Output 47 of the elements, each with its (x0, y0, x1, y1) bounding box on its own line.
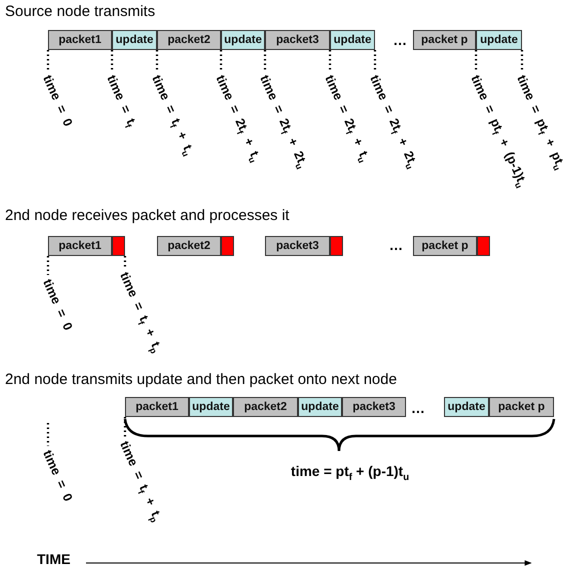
processing-block (221, 236, 234, 256)
update-segment: update (444, 397, 489, 417)
leader-line (110, 50, 114, 71)
packet-segment: packet3 (342, 397, 406, 417)
update-segment: update (476, 30, 522, 50)
leader-line (328, 50, 332, 71)
packet-segment: packet2 (233, 397, 298, 417)
time-label: time = 0 (40, 73, 76, 128)
update-segment: update (298, 397, 342, 417)
ellipsis: … (389, 237, 403, 253)
update-segment: update (112, 30, 157, 50)
leader-line (156, 50, 158, 71)
packet-segment: packet1 (48, 30, 112, 50)
section-heading: 2nd node transmits update and then packet onto next node (5, 371, 397, 388)
time-label: time = 0 (40, 448, 76, 504)
leader-line (374, 50, 376, 71)
ellipsis: … (411, 400, 425, 416)
leader-line (124, 256, 126, 268)
packet-segment: packet2 (157, 30, 221, 50)
section-heading: Source node transmits (5, 3, 156, 20)
packet-segment: packet2 (157, 236, 221, 256)
packet-segment: packet p (489, 397, 554, 417)
leader-line (520, 50, 524, 71)
total-time-label: time = pt$_{f}$ + (p-1)t$_{u}$ (290, 463, 410, 483)
packet-segment: packet1 (48, 236, 112, 256)
leader-line (46, 50, 50, 71)
leader-line (46, 256, 50, 275)
packet-segment: packet3 (265, 30, 330, 50)
processing-block (330, 236, 343, 256)
processing-block (112, 236, 125, 256)
update-segment: update (221, 30, 265, 50)
leader-line (474, 50, 478, 71)
ellipsis: … (393, 32, 407, 48)
leader-line (46, 423, 50, 446)
packet-segment: packet p (413, 30, 476, 50)
leader-line (264, 50, 266, 71)
update-segment: update (330, 30, 375, 50)
leader-line (220, 50, 222, 71)
axis-title: TIME (37, 551, 70, 567)
time-label: time = 0 (40, 277, 76, 332)
update-segment: update (189, 397, 233, 417)
packet-segment: packet1 (125, 397, 189, 417)
leader-line (124, 417, 126, 437)
packet-segment: packet3 (265, 236, 330, 256)
processing-block (477, 236, 490, 256)
packet-segment: packet p (413, 236, 477, 256)
section-heading: 2nd node receives packet and processes it (5, 207, 290, 224)
